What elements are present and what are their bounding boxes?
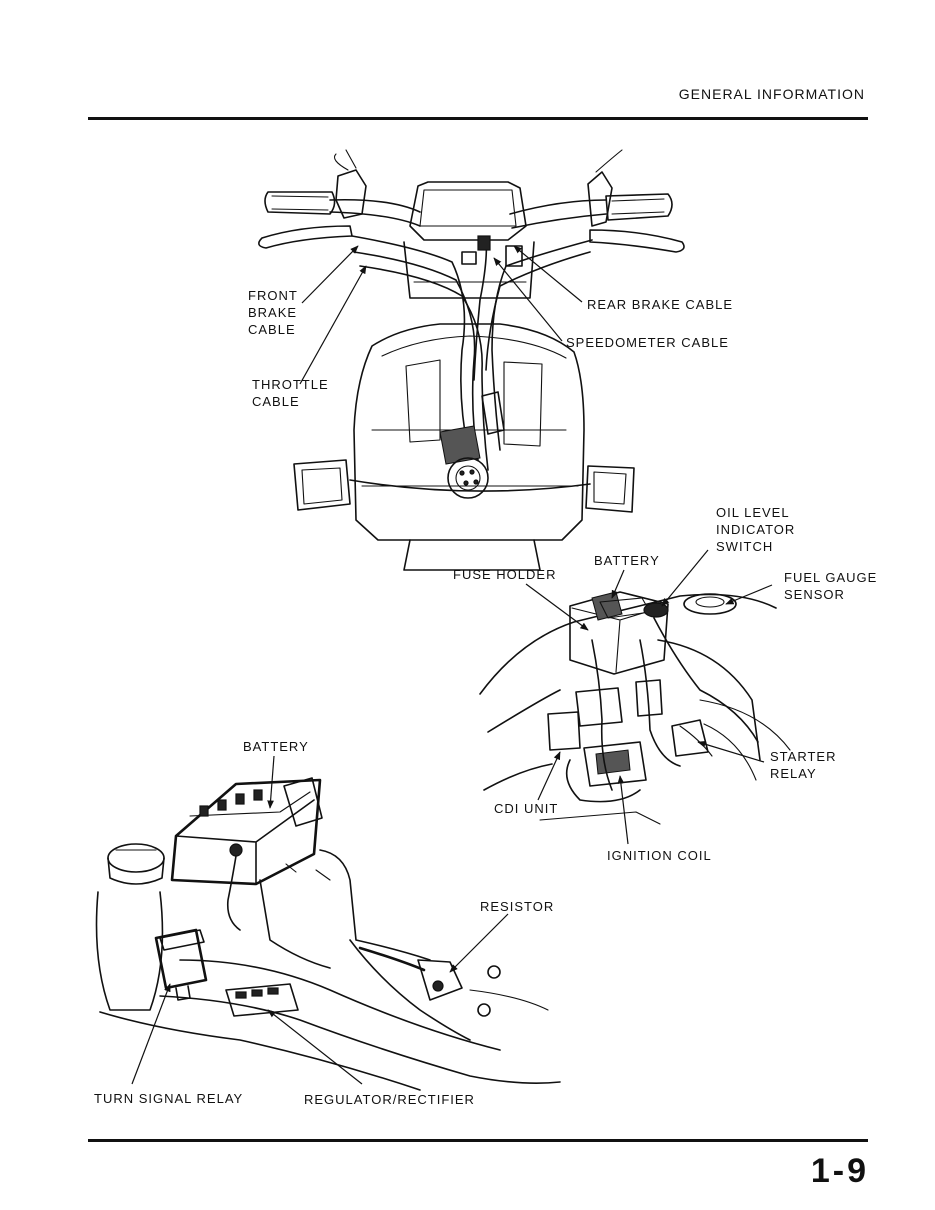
- battery-area-diagram: [95, 777, 561, 1091]
- label-turn-signal-relay: TURN SIGNAL RELAY: [94, 1091, 244, 1106]
- page-header-title: GENERAL INFORMATION: [678, 86, 865, 102]
- fig2-leaders: [525, 549, 773, 845]
- fig1-leaders: [299, 245, 583, 385]
- handlebar-diagram: [258, 149, 685, 571]
- label-front-brake-cable: FRONT BRAKE CABLE: [248, 288, 298, 337]
- label-regulator-rectifier: REGULATOR/RECTIFIER: [304, 1092, 475, 1107]
- header-rule: [88, 117, 868, 120]
- label-starter-relay: STARTER RELAY: [770, 749, 837, 781]
- label-fuse-holder: FUSE HOLDER: [453, 567, 557, 582]
- label-battery-lower: BATTERY: [243, 739, 309, 754]
- label-fuel-gauge-sensor: FUEL GAUGE SENSOR: [784, 570, 878, 602]
- label-cdi-unit: CDI UNIT: [494, 801, 559, 816]
- label-oil-level-indicator-switch: OIL LEVEL INDICATOR SWITCH: [716, 505, 796, 554]
- footer-rule: [88, 1139, 868, 1142]
- page-number: 1-9: [810, 1152, 869, 1190]
- electrical-diagram: [479, 591, 791, 825]
- label-speedometer-cable: SPEEDOMETER CABLE: [566, 335, 729, 350]
- label-ignition-coil: IGNITION COIL: [607, 848, 712, 863]
- fig3-leaders: [131, 755, 509, 1085]
- label-resistor: RESISTOR: [480, 899, 555, 914]
- label-rear-brake-cable: REAR BRAKE CABLE: [587, 297, 734, 312]
- label-battery-upper: BATTERY: [594, 553, 660, 568]
- label-throttle-cable: THROTTLE CABLE: [252, 377, 329, 409]
